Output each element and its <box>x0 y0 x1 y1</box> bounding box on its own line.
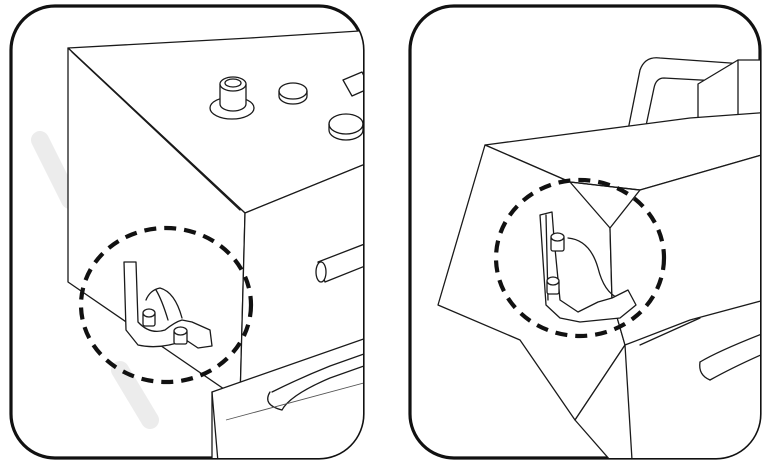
latch-pin-lower-right <box>546 276 560 295</box>
control-box-housing-side <box>437 111 760 421</box>
lower-tray <box>211 334 363 458</box>
latch-pin-lower <box>173 326 188 345</box>
control-box-housing <box>67 29 363 401</box>
switch-lever <box>342 71 363 97</box>
button-round <box>278 82 308 100</box>
side-rod <box>315 239 363 283</box>
latch-hook-left <box>123 261 213 349</box>
button-large <box>328 113 363 135</box>
right-panel <box>408 4 762 460</box>
control-knobs <box>209 71 363 141</box>
latch-spring <box>567 237 619 299</box>
dashed-circle-callout-left <box>78 225 254 385</box>
left-panel <box>9 4 365 460</box>
latch-plate <box>123 261 213 349</box>
latch-pin-icon <box>142 308 156 327</box>
dashed-circle-callout-right <box>493 177 667 339</box>
housing-side-face <box>239 159 363 401</box>
latch-pin-upper-right <box>550 232 565 252</box>
latch-plate-right <box>539 211 637 323</box>
lower-tray-right <box>574 297 760 458</box>
